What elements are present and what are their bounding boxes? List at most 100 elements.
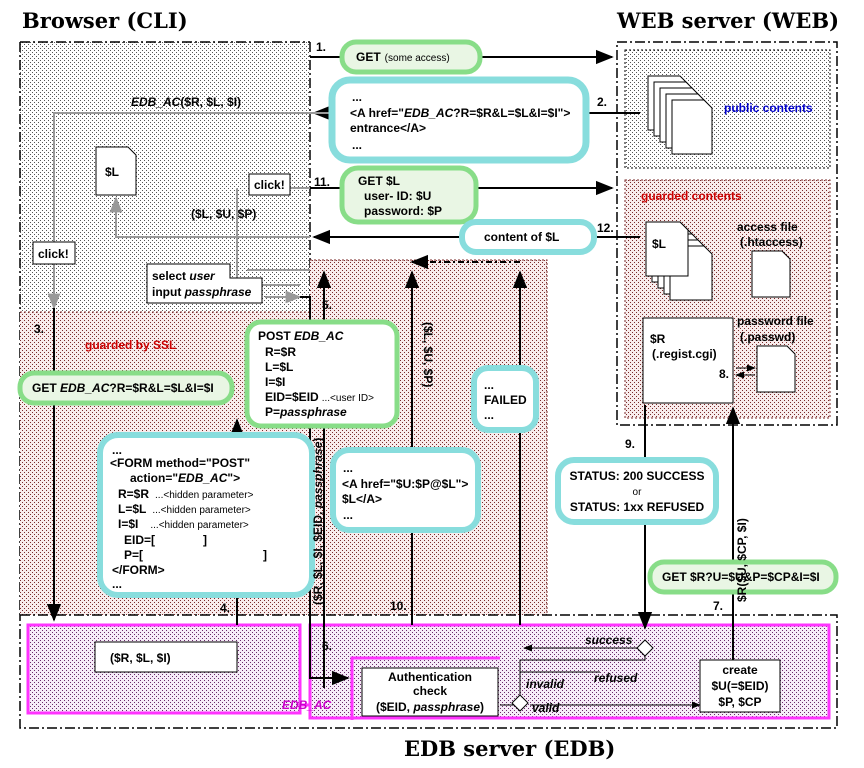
- step-8: 8.: [719, 367, 729, 381]
- msg-get-some: [339, 39, 483, 75]
- guarded-l-stack: [645, 221, 713, 301]
- regist-cgi-box: [642, 317, 734, 404]
- form-dots-2: ...: [112, 577, 122, 591]
- auth-line-1: Authentication: [388, 670, 472, 684]
- anchor-line-2: entrance</A>: [350, 121, 426, 135]
- vert-lup: ($L, $U, $P): [421, 322, 435, 387]
- regist-cgi-label-2: (.regist.cgi): [652, 347, 717, 361]
- label-success: success: [585, 633, 633, 647]
- form-dots-1: ...: [112, 443, 122, 457]
- auth-line-3: ($EID, passphrase): [376, 700, 484, 714]
- msg-post: [244, 319, 400, 429]
- edb-rli-text: ($R, $L, $I): [110, 651, 171, 665]
- auth-line-2: check: [413, 684, 447, 698]
- msg-form: [97, 432, 315, 598]
- get-l-line-2: user- ID: $U: [364, 189, 431, 203]
- password-file-icon: [756, 345, 796, 393]
- edb-rli-box: [94, 641, 238, 673]
- public-contents-stack: [647, 75, 713, 155]
- step-6: 6.: [322, 639, 332, 653]
- click-label-2[interactable]: click!: [38, 247, 69, 261]
- input-pass-text: input passphrase: [152, 285, 252, 299]
- form-line-1: <FORM method="POST": [110, 456, 250, 470]
- msg-anchor-entrance: [328, 76, 590, 164]
- create-box: [699, 659, 781, 713]
- access-file-icon: [751, 250, 791, 298]
- auth-check-box: [361, 667, 499, 717]
- create-line-3: $P, $CP: [718, 695, 761, 709]
- anchor-up-dots-2: ...: [343, 508, 353, 522]
- step-5: 5.: [322, 298, 332, 312]
- anchor-line-1: <A href="EDB_AC?R=$R&L=$L&I=$I">: [350, 106, 570, 120]
- password-file-label-1: password file: [737, 314, 814, 328]
- msg-failed: [471, 365, 539, 433]
- msg-status: [555, 457, 719, 525]
- post-line-6: P=passphrase: [265, 405, 347, 419]
- browser-l-document: [95, 146, 137, 196]
- form-line-8: </FORM>: [112, 563, 165, 577]
- status-line-1: STATUS: 200 SUCCESS: [570, 469, 705, 483]
- msg-anchor-up: [330, 447, 481, 533]
- anchor-dots-1: ...: [352, 90, 362, 104]
- regist-cgi-label-1: $R: [650, 332, 666, 346]
- edb-ac-call: EDB_AC($R, $L, $I): [131, 95, 241, 109]
- click-box-1[interactable]: [248, 173, 291, 196]
- step-11: 11.: [314, 175, 330, 189]
- post-line-2: R=$R: [265, 345, 296, 359]
- anchor-up-line-2: $L</A>: [342, 492, 382, 506]
- create-line-2: $U(=$EID): [711, 679, 768, 693]
- guarded-l-label: $L: [652, 237, 666, 251]
- get-l-line-3: password: $P: [364, 204, 442, 218]
- click-label-1[interactable]: click!: [254, 178, 285, 192]
- decision-valid: [511, 694, 529, 712]
- step-10: 10.: [390, 599, 407, 613]
- guarded-contents-label: guarded contents: [641, 189, 742, 203]
- label-invalid: invalid: [526, 677, 565, 691]
- step-3: 3.: [34, 322, 44, 336]
- post-line-5: EID=$EID...<user ID>: [265, 390, 374, 404]
- create-line-1: create: [722, 663, 758, 677]
- vert-r-u-cp-i: $R($U, $CP, $I): [735, 518, 749, 602]
- post-line-4: I=$I: [265, 375, 285, 389]
- form-line-5: I=$I...<hidden parameter>: [118, 517, 249, 531]
- step-7: 7.: [713, 599, 723, 613]
- guarded-ssl-label: guarded by SSL: [85, 338, 176, 352]
- msg-get-some-text: GET(some access): [356, 50, 450, 64]
- vert-form-values: ($R, $L, $I, $EID, passphrase): [311, 438, 325, 605]
- l-u-p-label: ($L, $U, $P): [191, 207, 256, 221]
- get-l-line-1: GET $L: [358, 174, 400, 188]
- form-line-7-end: ]: [263, 548, 267, 562]
- post-line-3: L=$L: [265, 360, 293, 374]
- form-line-6-end: ]: [203, 533, 207, 547]
- step-1: 1.: [316, 40, 326, 54]
- click-box-2[interactable]: [32, 241, 76, 265]
- label-valid: valid: [532, 701, 560, 715]
- failed-text: FAILED: [484, 393, 527, 407]
- access-file-label-2: (.htaccess): [740, 235, 803, 249]
- password-file-label-2: (.passwd): [740, 330, 795, 344]
- msg-get-edbac: [17, 370, 235, 406]
- browser-l-label: $L: [105, 165, 119, 179]
- form-line-3: R=$R...<hidden parameter>: [118, 487, 254, 501]
- public-contents-label: public contents: [724, 101, 813, 115]
- step-2: 2.: [597, 95, 607, 109]
- content-of-l-text: content of $L: [484, 230, 559, 244]
- step-9: 9.: [625, 437, 635, 451]
- access-file-label-1: access file: [737, 220, 798, 234]
- post-line-1: POST EDB_AC: [258, 329, 344, 343]
- select-user-text: select user: [152, 269, 216, 283]
- select-user-popup[interactable]: select user input passphrase: [146, 263, 263, 304]
- failed-dots-1: ...: [484, 378, 494, 392]
- msg-content-of-l: [459, 219, 597, 255]
- title-edb: EDB server (EDB): [404, 736, 615, 761]
- anchor-dots-2: ...: [352, 138, 362, 152]
- failed-dots-2: ...: [484, 408, 494, 422]
- anchor-up-dots-1: ...: [343, 461, 353, 475]
- msg-get-r: [647, 559, 839, 595]
- get-edbac-text: GET EDB_AC?R=$R&L=$L&I=$I: [32, 381, 214, 395]
- edb-ac-label: EDB_AC: [282, 698, 332, 712]
- label-refused: refused: [594, 671, 638, 685]
- step-12: 12.: [597, 221, 614, 235]
